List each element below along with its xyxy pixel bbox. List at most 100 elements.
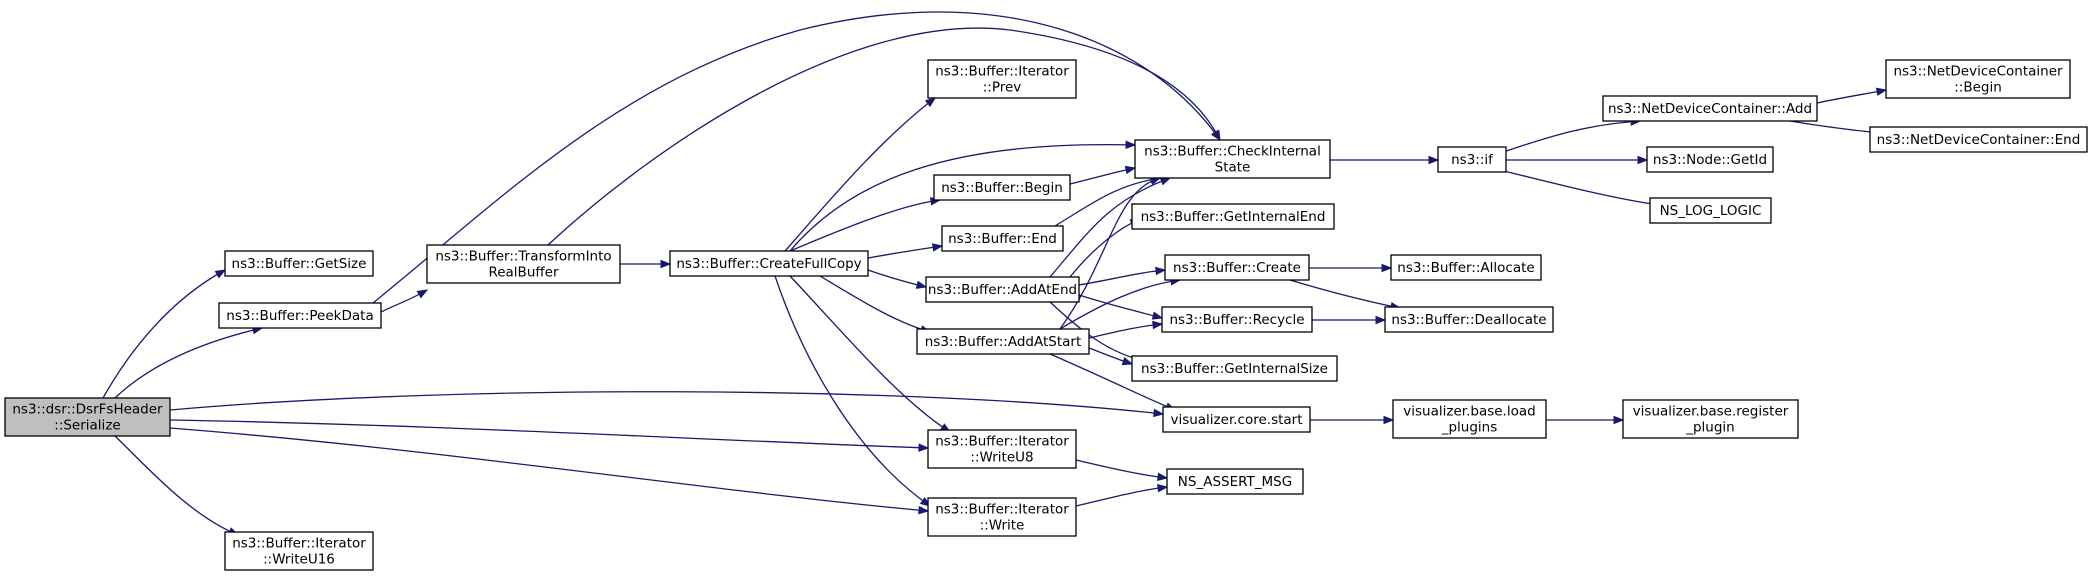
edge-line — [774, 275, 931, 507]
edge-create-to-deallocate — [1289, 279, 1402, 311]
edge-line — [1069, 167, 1136, 185]
edge-line — [547, 27, 1221, 246]
node-end[interactable]: ns3::Buffer::End — [941, 225, 1064, 252]
node-label: ns3::Buffer::Recycle — [1169, 312, 1304, 328]
node-assert[interactable]: NS_ASSERT_MSG — [1166, 468, 1304, 495]
node-ndcend[interactable]: ns3::NetDeviceContainer::End — [1869, 126, 2088, 153]
node-deallocate[interactable]: ns3::Buffer::Deallocate — [1384, 306, 1554, 333]
edge-line — [789, 275, 951, 433]
node-createfull[interactable]: ns3::Buffer::CreateFullCopy — [669, 250, 869, 277]
edge-checkinternal-to-nsif — [1330, 155, 1440, 165]
node-label: ns3::Buffer::AddAtStart — [925, 334, 1082, 350]
node-label: ns3::Node::GetId — [1653, 152, 1767, 168]
node-label: ns3::Buffer::Iterator — [935, 502, 1069, 518]
node-begin[interactable]: ns3::Buffer::Begin — [933, 174, 1071, 201]
arrow-head-icon — [1613, 415, 1625, 425]
edge-ndcadd-to-ndcend — [1789, 120, 1882, 137]
edge-createfull-to-begin — [789, 197, 942, 252]
node-loadplugins[interactable]: visualizer.base.load_plugins — [1392, 399, 1547, 439]
edge-line — [1088, 323, 1163, 339]
node-label: ns3::Buffer::CreateFullCopy — [676, 256, 861, 272]
node-nsif[interactable]: ns3::if — [1437, 146, 1507, 173]
node-box — [1390, 254, 1542, 281]
node-label: ns3::Buffer::GetInternalSize — [1141, 361, 1328, 377]
edge-writeu8-to-assert — [1075, 459, 1169, 482]
edge-line — [1078, 269, 1166, 286]
node-vcstart[interactable]: visualizer.core.start — [1162, 406, 1311, 433]
edge-line — [1049, 353, 1176, 411]
node-ndcbegin[interactable]: ns3::NetDeviceContainer::Begin — [1885, 59, 2071, 99]
node-box — [1384, 306, 1554, 333]
edge-line — [1054, 177, 1161, 227]
node-label: ns3::Buffer::Iterator — [935, 434, 1069, 450]
node-write[interactable]: ns3::Buffer::Iterator::Write — [927, 497, 1077, 537]
node-getsize[interactable]: ns3::Buffer::GetSize — [224, 250, 374, 277]
arrow-head-icon — [1381, 263, 1393, 273]
arrow-head-icon — [924, 97, 937, 108]
arrow-head-icon — [1157, 472, 1169, 482]
edge-create-to-allocate — [1309, 263, 1393, 273]
edge-line — [169, 427, 929, 512]
edge-transform-to-checkinternal — [547, 27, 1221, 246]
edge-root-to-getsize — [102, 269, 227, 399]
edge-createfull-to-write — [774, 275, 932, 507]
edge-recycle-to-deallocate — [1312, 315, 1387, 325]
node-box — [933, 174, 1071, 201]
node-recycle[interactable]: ns3::Buffer::Recycle — [1161, 306, 1313, 333]
arrow-head-icon — [214, 269, 227, 279]
node-box — [916, 328, 1090, 355]
node-label: NS_LOG_LOGIC — [1660, 203, 1762, 219]
node-label: ns3::Buffer::GetSize — [232, 256, 367, 272]
node-root[interactable]: ns3::dsr::DsrFsHeader::Serialize — [4, 397, 171, 437]
node-label: ns3::Buffer::Iterator — [935, 64, 1069, 80]
edge-createfull-to-end — [867, 243, 944, 259]
node-writeu8[interactable]: ns3::Buffer::Iterator::WriteU8 — [927, 429, 1077, 469]
node-box — [224, 531, 374, 571]
node-box — [1622, 399, 1799, 439]
node-getid[interactable]: ns3::Node::GetId — [1646, 146, 1774, 173]
node-prev[interactable]: ns3::Buffer::Iterator::Prev — [927, 59, 1077, 99]
arrow-head-icon — [1875, 87, 1888, 96]
arrow-head-icon — [1637, 155, 1649, 165]
edge-line — [819, 275, 931, 333]
arrow-head-icon — [660, 259, 672, 269]
arrow-head-icon — [1121, 357, 1134, 366]
node-registerplugin[interactable]: visualizer.base.register_plugin — [1622, 399, 1799, 439]
node-writeu16[interactable]: ns3::Buffer::Iterator::WriteU16 — [224, 531, 374, 571]
node-label: visualizer.core.start — [1170, 412, 1302, 428]
node-label: ns3::if — [1451, 152, 1494, 168]
arrow-head-icon — [1124, 165, 1137, 175]
edge-line — [1075, 486, 1168, 507]
edge-line — [1789, 120, 1881, 134]
node-box — [927, 59, 1077, 99]
node-label: ns3::NetDeviceContainer::End — [1877, 132, 2081, 148]
edge-root-to-write — [169, 427, 930, 515]
node-box — [1649, 197, 1772, 224]
node-box — [1131, 355, 1338, 382]
edge-line — [867, 245, 943, 259]
node-ndcadd[interactable]: ns3::NetDeviceContainer::Add — [1602, 95, 1818, 122]
node-getinternalsize[interactable]: ns3::Buffer::GetInternalSize — [1131, 355, 1338, 382]
node-peekdata[interactable]: ns3::Buffer::PeekData — [218, 302, 382, 329]
node-label: visualizer.base.load — [1403, 404, 1535, 420]
node-allocate[interactable]: ns3::Buffer::Allocate — [1390, 254, 1542, 281]
arrow-head-icon — [918, 505, 930, 515]
node-box — [218, 302, 382, 329]
node-box — [925, 276, 1080, 303]
edge-line — [1059, 177, 1161, 330]
arrow-head-icon — [1383, 415, 1395, 425]
node-label: ns3::NetDeviceContainer::Add — [1608, 101, 1812, 117]
node-label: ns3::Buffer::Deallocate — [1391, 312, 1546, 328]
arrow-head-icon — [1211, 129, 1221, 142]
node-addatend[interactable]: ns3::Buffer::AddAtEnd — [925, 276, 1080, 303]
node-box — [1392, 399, 1547, 439]
node-loglogic[interactable]: NS_LOG_LOGIC — [1649, 197, 1772, 224]
node-label: ::Write — [980, 518, 1025, 534]
node-getinternalend[interactable]: ns3::Buffer::GetInternalEnd — [1131, 203, 1335, 230]
node-addatstart[interactable]: ns3::Buffer::AddAtStart — [916, 328, 1090, 355]
node-create[interactable]: ns3::Buffer::Create — [1164, 254, 1310, 281]
arrow-head-icon — [416, 289, 429, 299]
